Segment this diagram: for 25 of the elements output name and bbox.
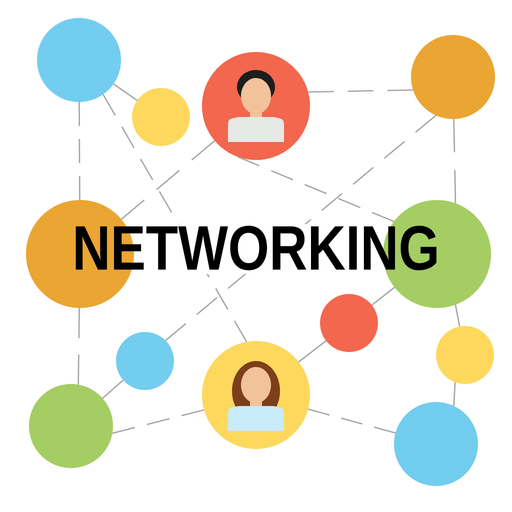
connector-line <box>308 408 396 434</box>
connector-line <box>298 340 326 362</box>
connector-line <box>78 102 80 200</box>
connector-line <box>120 140 216 220</box>
connector-line <box>237 156 394 222</box>
connector-line <box>112 409 204 434</box>
connector-line <box>102 94 248 342</box>
connector-line <box>371 286 395 306</box>
circle <box>436 326 494 384</box>
connector-line <box>78 308 80 385</box>
circle <box>411 35 495 119</box>
connector-line <box>453 118 456 204</box>
circle <box>29 384 113 468</box>
connector-line <box>453 382 456 406</box>
circle <box>320 294 378 352</box>
connector-line <box>113 83 138 101</box>
person-avatar <box>202 52 310 160</box>
connector-line <box>102 380 124 399</box>
connector-line <box>308 89 414 93</box>
circle <box>37 18 121 102</box>
circle <box>132 88 190 146</box>
circle <box>116 332 174 390</box>
person-avatar <box>202 341 310 449</box>
connector-line <box>454 304 460 327</box>
circle <box>394 402 478 486</box>
